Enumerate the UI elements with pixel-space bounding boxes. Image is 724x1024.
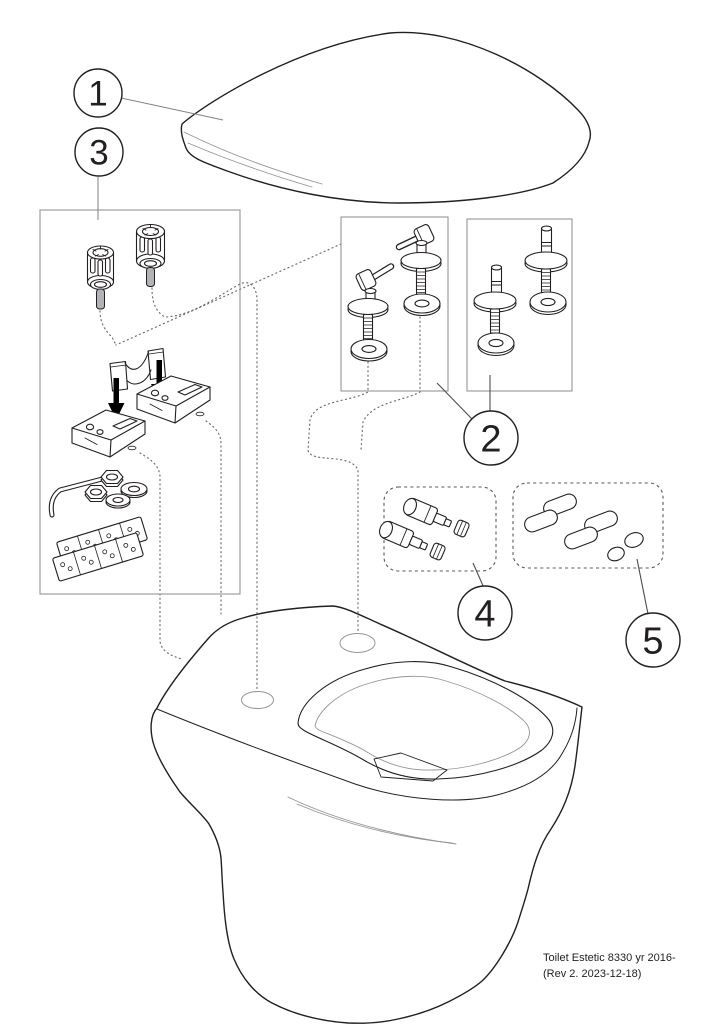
hinge-hole-left	[241, 691, 274, 709]
screw-shaft	[146, 267, 155, 287]
hinge-bolt-plain-border	[466, 218, 573, 392]
hinge-bolt-box-lever	[340, 216, 449, 392]
shim-plate-2	[52, 532, 144, 582]
bumper-dot-1	[624, 532, 644, 548]
bowl-front-highlight-2	[296, 803, 453, 844]
hex-nut-1	[100, 469, 124, 488]
leader-1	[120, 97, 224, 121]
guide-bolt-to-expander-diagonal	[115, 243, 342, 346]
callout-5-circle	[625, 612, 681, 668]
bowl-rim-opening	[297, 661, 554, 780]
washer-1	[120, 481, 148, 499]
seat-lid-edge-line-2	[187, 142, 313, 188]
callout-1-circle	[73, 68, 123, 118]
callout-5-label: 5	[642, 621, 663, 663]
leader-4	[472, 562, 485, 589]
hinge-bolt-lever-left	[347, 263, 395, 362]
damper-pin-2	[379, 520, 446, 561]
guide-wedge-right-to-bowl	[205, 420, 222, 615]
hinge-hole-right	[339, 633, 376, 653]
fixing-kit-box	[39, 209, 241, 595]
wedge-base-right	[136, 375, 211, 424]
damper-cap	[429, 542, 446, 561]
guide-wedge-left-to-bowl	[139, 452, 183, 660]
hinge-bolt-plain-left	[473, 264, 517, 357]
screw-shaft	[96, 288, 105, 310]
guide-expander-left-tail	[99, 310, 117, 346]
bumper-pad-4	[564, 526, 598, 550]
toilet-outline	[150, 605, 583, 1024]
model-revision-line2: (Rev 2. 2023-12-18)	[543, 968, 641, 980]
hinge-bolt-lever-border	[340, 216, 449, 392]
damper-cap	[453, 519, 470, 538]
bumper-dot-2	[607, 546, 625, 562]
deck-front-edge	[156, 707, 578, 801]
washer-2	[105, 493, 131, 509]
leader-5	[636, 558, 649, 615]
guide-expander-right-to-left-hole	[151, 282, 258, 692]
guide-bolt-left-to-right-hole	[307, 361, 369, 634]
expansion-nut-left	[86, 245, 115, 310]
hinge-bolt-lever-right	[395, 224, 442, 317]
expansion-nut-right	[135, 223, 166, 287]
bumper-kit-box	[512, 482, 664, 569]
allen-key	[48, 475, 109, 518]
document-footer: Toilet Estetic 8330 yr 2016- (Rev 2. 202…	[543, 952, 676, 980]
seat-lid	[180, 31, 592, 204]
wedge-base-left	[71, 409, 146, 458]
callout-3-label: 3	[89, 134, 108, 173]
guide-bolt-right-merge	[360, 316, 421, 451]
callout-4-label: 4	[474, 594, 495, 636]
bumper-pad-2	[524, 509, 558, 533]
bowl-inner-line	[314, 675, 530, 771]
damper-kit-box	[379, 486, 497, 572]
assembly-guide-lines	[99, 243, 421, 692]
hinge-bolt-box-plain	[466, 218, 573, 392]
callout-2-label: 2	[480, 419, 501, 461]
callout-2-circle	[463, 410, 519, 466]
bowl-water-dam	[373, 752, 448, 782]
mount-arrow-left	[108, 378, 125, 420]
callout-2: 2	[463, 410, 519, 466]
seat-lid-edge-line	[183, 131, 323, 185]
callout-1: 1	[73, 68, 123, 118]
callout-1-label: 1	[88, 75, 107, 114]
callout-4-circle	[457, 585, 513, 641]
callout-leaders	[97, 97, 649, 615]
callout-3-circle	[74, 127, 124, 177]
callout-3: 3	[74, 127, 124, 177]
callout-5: 5	[625, 612, 681, 668]
damper-pin-1	[403, 497, 470, 538]
leader-2a	[436, 382, 473, 420]
fixing-kit-border	[39, 209, 241, 595]
seat-lid-outline	[180, 31, 592, 204]
callout-4: 4	[457, 585, 513, 641]
model-revision-line1: Toilet Estetic 8330 yr 2016-	[543, 952, 676, 964]
hex-nut-2	[84, 484, 108, 503]
toilet-bowl	[150, 605, 583, 1024]
hinge-bolt-plain-right	[524, 225, 568, 316]
